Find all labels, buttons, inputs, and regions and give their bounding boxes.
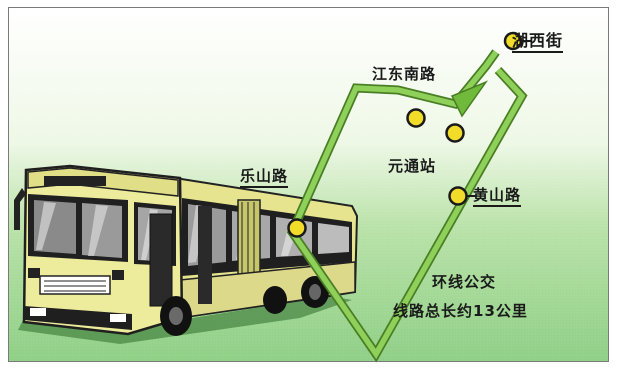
stop-label-huangshan-text: 黄山路 bbox=[473, 186, 522, 207]
stop-label-leshan: 乐山路 bbox=[240, 165, 289, 188]
stop-leshan bbox=[287, 218, 307, 238]
stop-jiangdong bbox=[406, 108, 426, 128]
stop-label-yuantong: 元通站 bbox=[388, 155, 436, 176]
stop-yuantong bbox=[445, 123, 465, 143]
stop-label-huxi: 湖西街 bbox=[512, 27, 564, 53]
stop-huangshan bbox=[448, 186, 476, 206]
route-loop bbox=[286, 49, 528, 363]
map-frame bbox=[8, 7, 609, 362]
caption-route-length: 线路总长约13公里 bbox=[393, 302, 528, 320]
direction-arrow bbox=[450, 80, 489, 118]
stop-label-leshan-text: 乐山路 bbox=[240, 167, 289, 188]
stop-label-jiangdong: 江东南路 bbox=[372, 63, 436, 84]
stop-huxi bbox=[503, 31, 532, 51]
stop-label-huxi-text: 湖西街 bbox=[512, 31, 564, 53]
stop-label-jiangdong-text: 江东南路 bbox=[372, 65, 437, 83]
stop-label-huangshan: 黄山路 bbox=[473, 184, 522, 207]
stop-label-yuantong-text: 元通站 bbox=[388, 157, 437, 175]
caption-loop-bus: 环线公交 bbox=[432, 273, 497, 291]
